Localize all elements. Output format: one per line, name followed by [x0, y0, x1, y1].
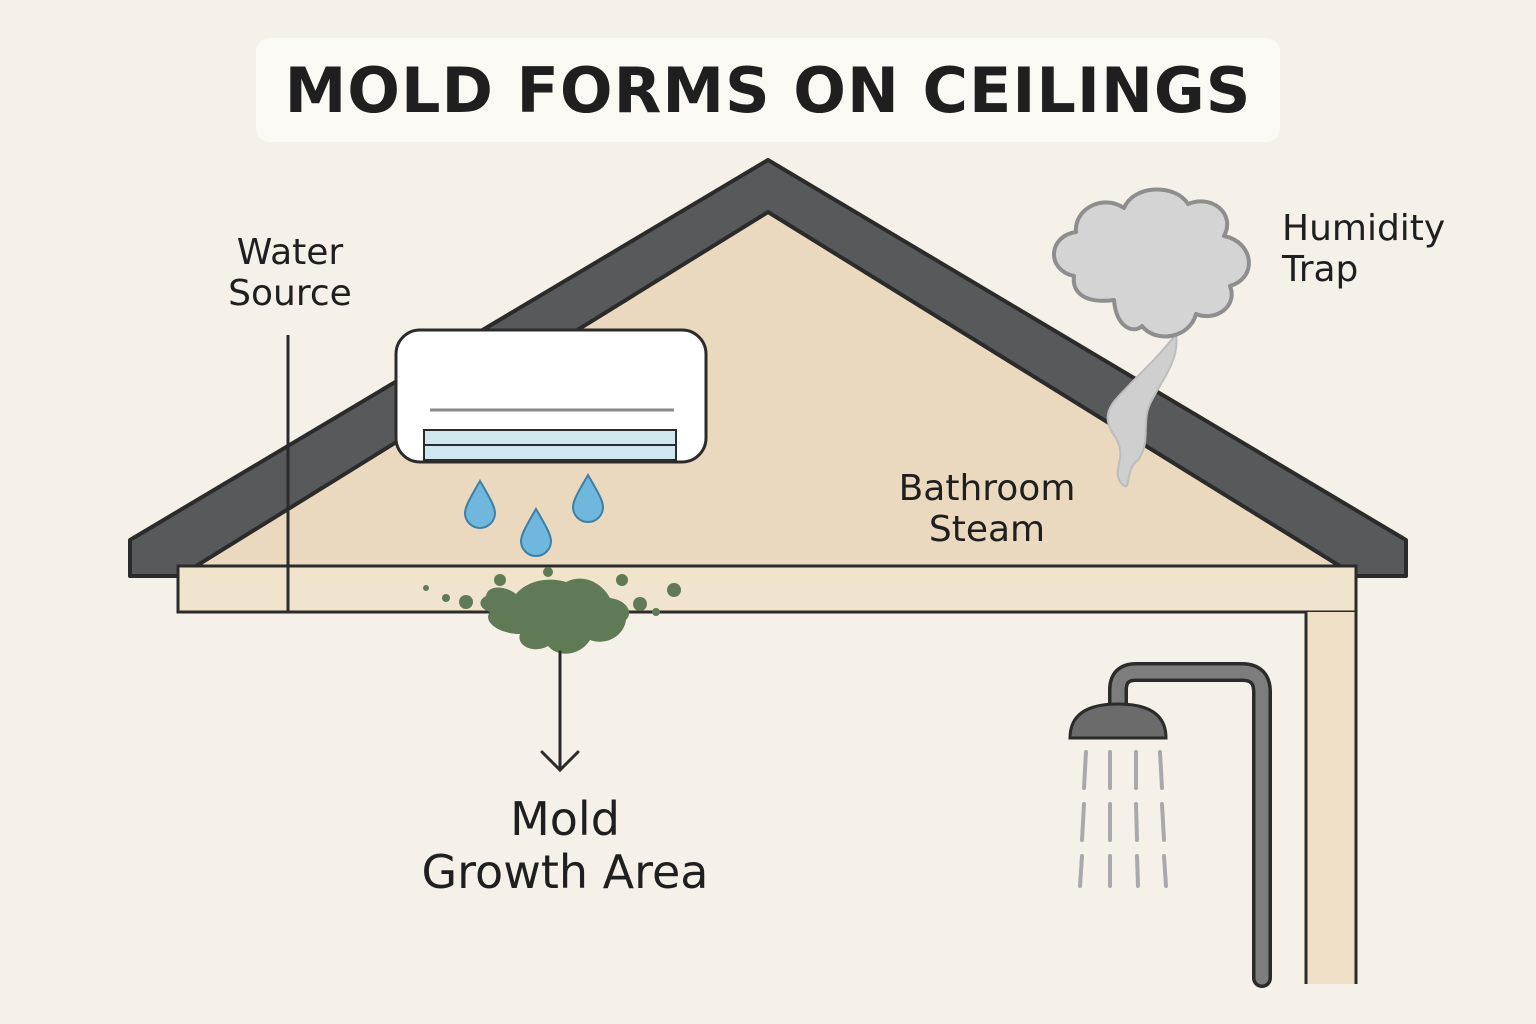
title-banner: MOLD FORMS ON CEILINGS [256, 38, 1280, 142]
mold-stain-icon [423, 567, 681, 654]
shower-head-icon [1068, 662, 1272, 988]
ceiling-beam [176, 564, 1358, 614]
water-source-label: Water Source [228, 232, 352, 315]
water-drop-icon [463, 479, 497, 529]
steam-cloud-icon [1052, 187, 1251, 488]
right-wall [1306, 612, 1356, 984]
water-drop-icon [519, 507, 553, 557]
humidity-trap-label: Humidity Trap [1282, 208, 1446, 291]
air-conditioner-icon [394, 328, 708, 464]
arrow-down-icon [540, 650, 580, 773]
water-drop-icon [571, 473, 605, 523]
attic-space [180, 212, 1356, 566]
page-title: MOLD FORMS ON CEILINGS [284, 53, 1252, 127]
mold-growth-area-label: Mold Growth Area [421, 792, 709, 899]
bathroom-steam-label: Bathroom Steam [898, 468, 1076, 551]
